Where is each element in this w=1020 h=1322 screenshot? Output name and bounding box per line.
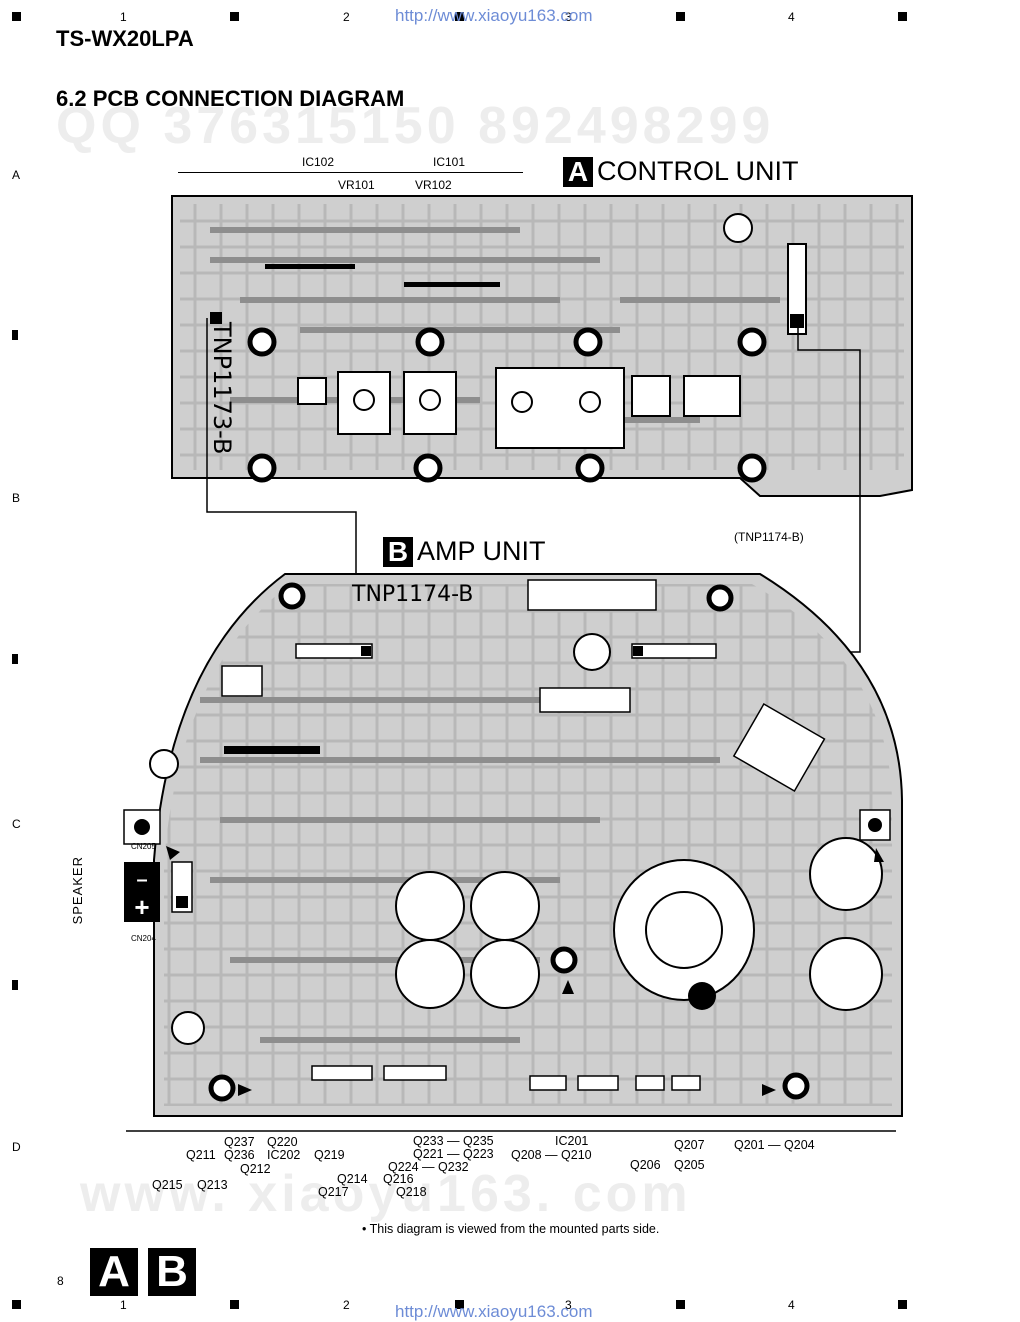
amp-board-ref: (TNP1174-B) [734,530,804,544]
label-q207: Q207 [674,1138,705,1152]
label-q220: Q220 [267,1135,298,1149]
grid-col-4: 4 [788,10,795,24]
label-q218: Q218 [396,1185,427,1199]
footer-badge-a: A [90,1247,138,1296]
grid-mark [230,1300,239,1309]
grid-mark [676,12,685,21]
grid-row-a: A [12,168,21,182]
label-q208-q210: Q208 — Q210 [511,1148,592,1162]
ic102-label: IC102 [302,155,335,169]
label-q237: Q237 [224,1135,255,1149]
grid-col-2: 2 [343,10,350,24]
section-title: 6.2 PCB CONNECTION DIAGRAM [56,86,405,111]
grid-col-3: 3 [565,1298,572,1312]
control-unit-badge: A [563,156,593,187]
grid-col-2: 2 [343,1298,350,1312]
source-url-top: http://www.xiaoyu163.com [395,6,593,25]
label-q215: Q215 [152,1178,183,1192]
grid-mark [455,12,464,21]
amp-unit-title: B AMP UNIT [383,536,546,567]
grid-row-b: B [12,491,21,505]
label-q221-q223: Q221 — Q223 [413,1147,494,1161]
label-q201-q204: Q201 — Q204 [734,1138,815,1152]
footer-badge-b: B [148,1247,196,1296]
label-q216: Q216 [383,1172,414,1186]
speaker-label: SPEAKER [70,856,85,925]
grid-col-3: 3 [565,10,572,24]
ic101-label: IC101 [433,155,466,169]
cn205-label: CN205 [131,842,156,851]
grid-row-mark [12,980,18,990]
label-q211: Q211 [186,1148,216,1162]
grid-corner-mark [12,12,21,21]
label-q219: Q219 [314,1148,345,1162]
control-unit-board: TNP1173-B [171,195,913,497]
amp-board-id: TNP1174-B [351,582,473,607]
label-ic202: IC202 [267,1148,301,1162]
grid-mark [230,12,239,21]
label-q213: Q213 [197,1178,228,1192]
amp-unit-board: TNP1174-B – + [123,573,903,1117]
source-url-bottom: http://www.xiaoyu163.com [395,1302,593,1321]
model-title: TS-WX20LPA [56,26,194,51]
grid-mark [676,1300,685,1309]
grid-corner-mark [12,1300,21,1309]
grid-row-mark [12,330,18,340]
label-q236: Q236 [224,1148,255,1162]
grid-col-1: 1 [120,1298,127,1312]
ic-label-rule [178,172,523,173]
control-board-id: TNP1173-B [208,321,236,454]
grid-mark [455,1300,464,1309]
svg-text:–: – [136,869,147,891]
grid-corner-mark [898,1300,907,1309]
watermark-qq: QQ 376315150 892498299 [56,97,775,155]
label-q224-q232: Q224 — Q232 [388,1160,469,1174]
label-q212: Q212 [240,1162,271,1176]
grid-corner-mark [898,12,907,21]
svg-text:+: + [134,892,149,922]
grid-col-1: 1 [120,10,127,24]
control-unit-title: A CONTROL UNIT [563,156,799,187]
label-q217: Q217 [318,1185,349,1199]
label-q233-q235: Q233 — Q235 [413,1134,494,1148]
watermark-www: www. xiaoyu163. com [80,1165,692,1223]
page-number: 8 [57,1274,64,1288]
label-ic201: IC201 [555,1134,589,1148]
vr102-label: VR102 [415,178,452,192]
vr101-label: VR101 [338,178,375,192]
amp-unit-name: AMP UNIT [417,536,546,566]
label-q214: Q214 [337,1172,368,1186]
label-q205: Q205 [674,1158,705,1172]
amp-unit-badge: B [383,536,413,567]
grid-col-4: 4 [788,1298,795,1312]
control-unit-name: CONTROL UNIT [597,156,799,186]
label-q206: Q206 [630,1158,661,1172]
grid-row-d: D [12,1140,21,1154]
grid-row-mark [12,654,18,664]
view-note: • This diagram is viewed from the mounte… [362,1222,660,1236]
grid-row-c: C [12,817,21,831]
cn204-label: CN204 [131,934,156,943]
